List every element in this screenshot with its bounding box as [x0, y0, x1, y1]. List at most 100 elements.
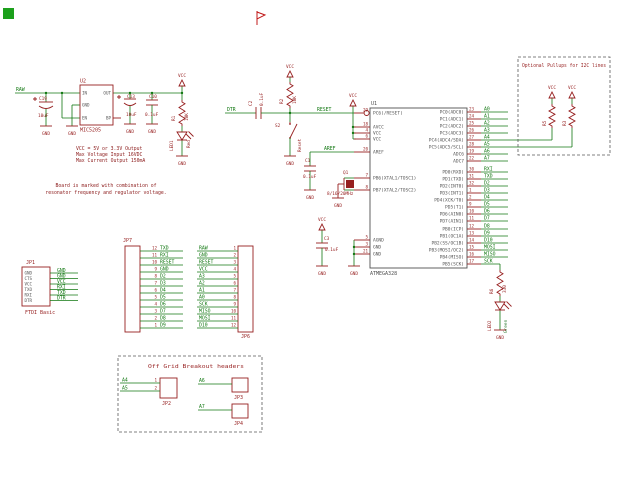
- pin-number: 2: [154, 316, 157, 321]
- pin-name: PB0(ICP): [442, 227, 464, 233]
- net-label: A2: [199, 281, 205, 287]
- pin-name: PD1(TXD): [442, 177, 464, 183]
- r1-value: 10K: [184, 113, 190, 121]
- cap-plate: [38, 105, 54, 109]
- net-label: A0: [199, 295, 205, 301]
- r5-refdes: R5: [542, 120, 548, 126]
- pin-number: 8: [365, 185, 368, 190]
- resistor-body: [496, 270, 504, 296]
- pin-name: AVCC: [373, 125, 384, 131]
- pin-name: DTR: [25, 298, 33, 303]
- offgrid-title: Off Grid Breakout headers: [148, 364, 244, 370]
- pin-name: PC4(ADC4/SDA): [429, 138, 464, 144]
- pin-number: 11: [469, 216, 475, 221]
- vcc-label: VCC: [318, 217, 326, 223]
- c1-refdes: C1: [305, 158, 311, 164]
- connector-outline: [21, 266, 51, 307]
- net-label: VCC: [57, 279, 66, 285]
- led1-refdes: LED1: [169, 140, 175, 151]
- pin-name: PB6(XTAL1/TOSC1): [373, 176, 416, 182]
- pin-name: VCC: [25, 282, 33, 287]
- junction-dot: [352, 245, 356, 249]
- r2-value: 10K: [292, 96, 298, 104]
- net-label: A6: [199, 378, 205, 384]
- pin-name: PB5(SCK): [442, 262, 464, 268]
- pin-name: PD7(AIN1): [440, 219, 464, 225]
- net-label: A6: [484, 149, 490, 155]
- net-label: GND: [199, 253, 208, 259]
- resistor-body: [548, 104, 556, 128]
- pin-name: PD0(RXD): [442, 170, 464, 176]
- pin-number: 9: [154, 267, 157, 272]
- u2-pin-en: EN: [82, 116, 88, 121]
- c19-refdes: C19: [39, 96, 47, 102]
- vcc-arrow-icon: [349, 98, 357, 107]
- pin-name: AGND: [373, 238, 384, 244]
- pin-number: 14: [469, 238, 475, 243]
- led-ray-icon: [185, 133, 192, 140]
- pin-name: PD3(INT1): [440, 191, 464, 197]
- u1-refdes: U1: [371, 101, 377, 107]
- pin-number: 7: [154, 281, 157, 286]
- pin-number: 27: [469, 135, 475, 140]
- junction-dot: [180, 91, 184, 95]
- pin-number: 13: [469, 231, 475, 236]
- q1-refdes: Q1: [343, 170, 349, 176]
- pin-number: 4: [365, 128, 368, 133]
- pin-number: 4: [154, 302, 157, 307]
- pin-number: 11: [152, 253, 158, 258]
- net-label: GND: [160, 267, 169, 273]
- net-label: D6: [484, 209, 490, 215]
- pin-number: 9: [233, 302, 236, 307]
- pin-number: 30: [469, 167, 475, 172]
- pin-name: RXI: [25, 293, 33, 298]
- net-label-dtr: DTR: [227, 107, 236, 113]
- i2c-pullups: Optional Pullups for I2C lines R5 R3: [517, 56, 611, 156]
- net-label: D2: [160, 274, 166, 280]
- vcc-label: VCC: [548, 85, 556, 91]
- junction-dot: [351, 131, 355, 135]
- net-label: RXI: [484, 167, 493, 173]
- gnd-label: GND: [334, 203, 342, 209]
- pin-number: 1: [154, 378, 157, 383]
- u1-part: ATMEGA328: [370, 271, 397, 277]
- u2-part: MIC5205: [80, 128, 101, 134]
- c2-refdes: C2: [248, 100, 254, 106]
- gnd-label: GND: [496, 335, 504, 341]
- u2-pin-bp: BP: [106, 116, 112, 121]
- led1-value: Red: [186, 140, 192, 148]
- pin-number: 2: [469, 195, 472, 200]
- vcc-arrow-icon: [178, 78, 186, 87]
- polarity-plus-icon: [33, 97, 37, 101]
- u2-pin-out: OUT: [103, 91, 111, 96]
- gnd-label: GND: [42, 131, 50, 137]
- pin-name: PC3(ADC3): [440, 131, 464, 137]
- c2-value: 0.1uF: [259, 92, 265, 106]
- net-label: D8: [484, 224, 490, 230]
- gnd-label: GND: [148, 129, 156, 135]
- resistor-body: [178, 100, 186, 126]
- junction-dot: [150, 91, 154, 95]
- led-icon: [176, 131, 188, 141]
- pin-name: PC5(ADC5/SCL): [429, 145, 464, 151]
- net-label: D8: [160, 316, 166, 322]
- net-label: RAW: [199, 246, 208, 252]
- pin-number: 3: [365, 242, 368, 247]
- led-icon: [494, 301, 506, 311]
- pin-number: 1: [154, 323, 157, 328]
- net-label: TXD: [484, 174, 493, 180]
- jp2-refdes: JP2: [162, 401, 171, 407]
- c3-value: 0.1uF: [325, 247, 339, 253]
- net-label: A4: [484, 135, 490, 141]
- r6-refdes: R6: [489, 288, 495, 294]
- c10-refdes: C10: [149, 94, 157, 100]
- net-label: VCC: [199, 267, 208, 273]
- pin-number: 5: [233, 274, 236, 279]
- origin-marker-icon: [256, 11, 267, 25]
- net-label: A3: [484, 128, 490, 134]
- gnd-label: GND: [126, 129, 134, 135]
- junction-dot: [288, 111, 292, 115]
- net-label: MISO: [484, 252, 496, 258]
